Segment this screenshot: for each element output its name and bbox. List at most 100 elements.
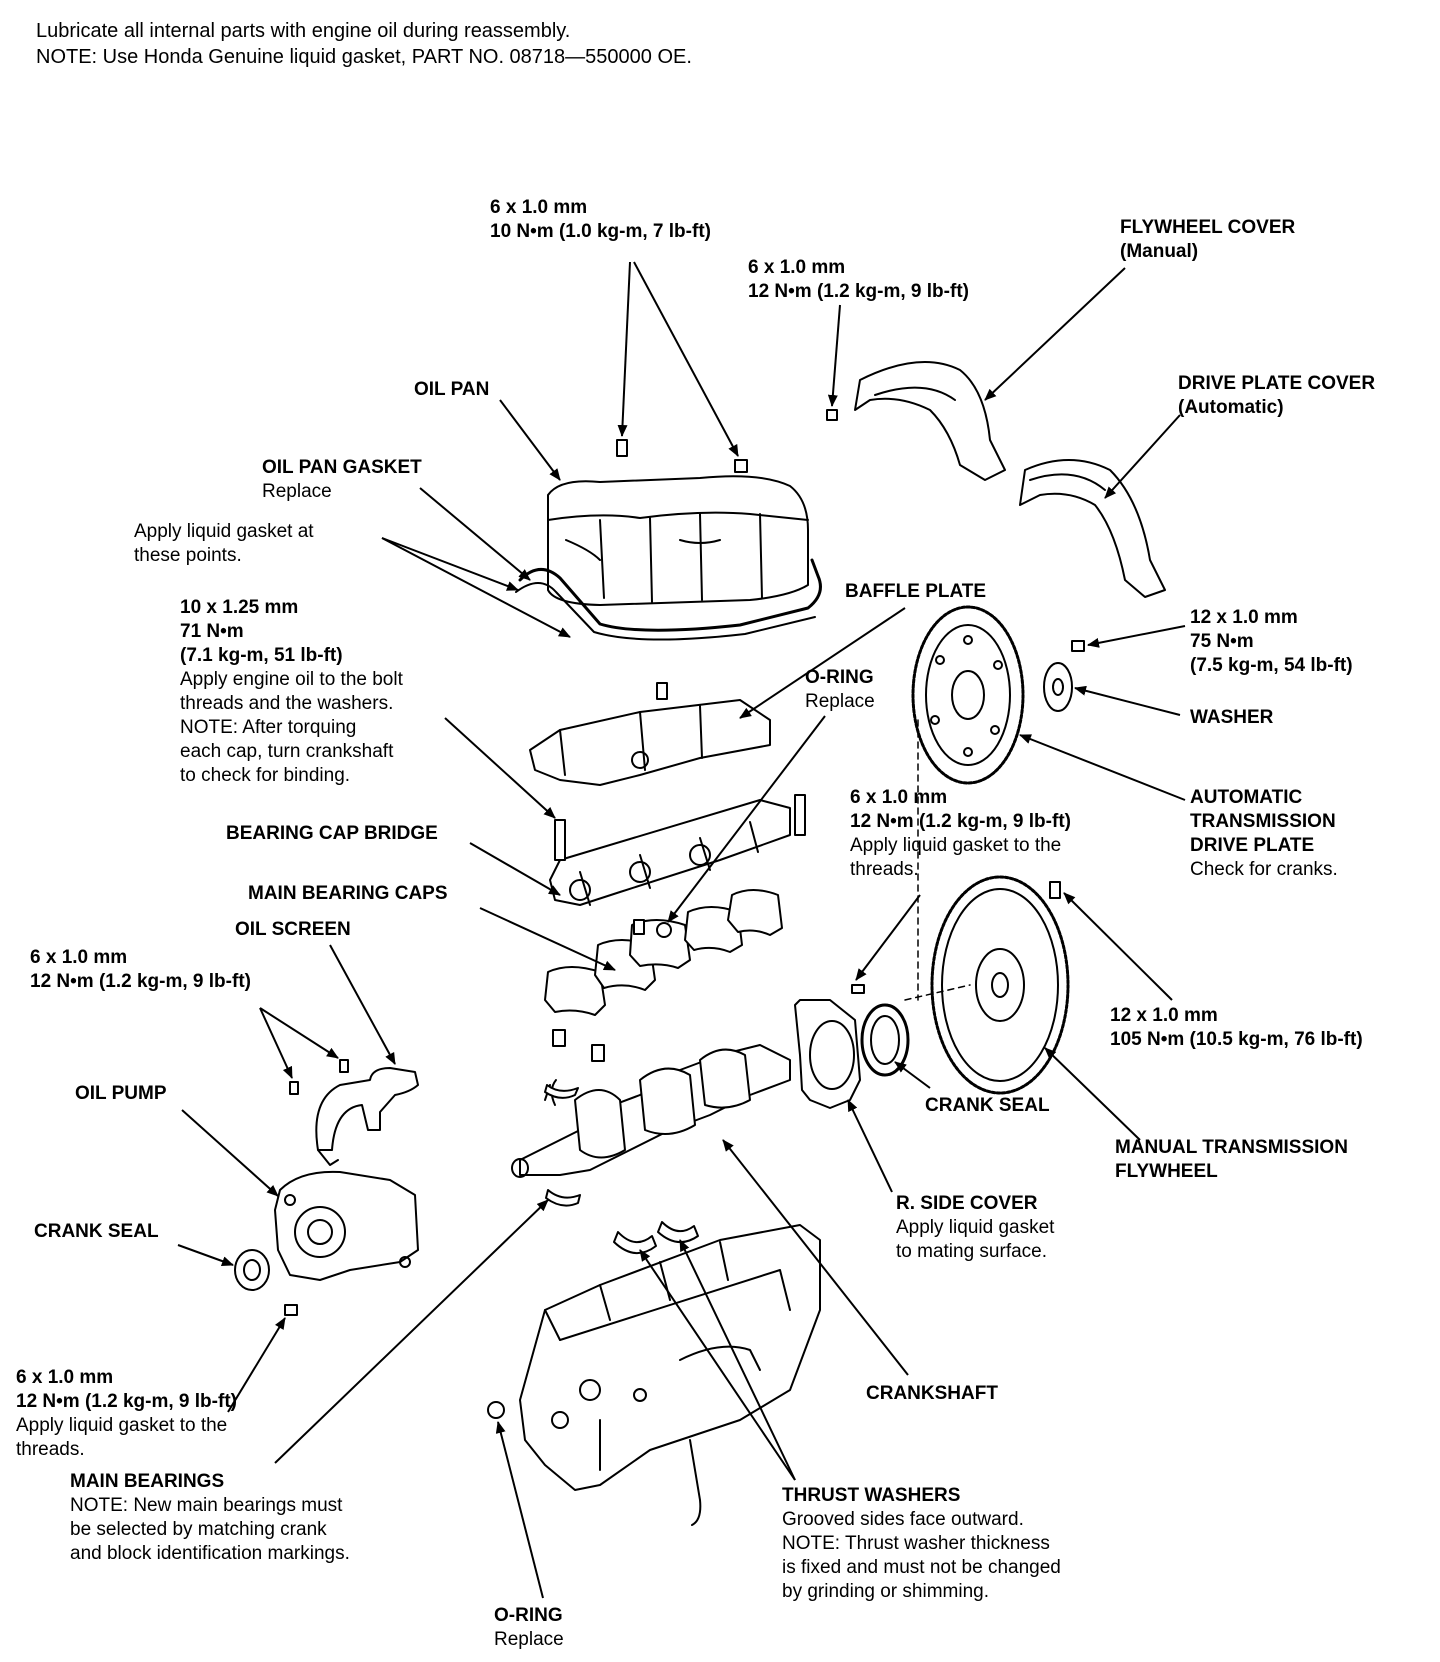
main-bearings-note-2: be selected by matching crank [70, 1519, 327, 1540]
thrust-washers-title: THRUST WASHERS [782, 1485, 961, 1506]
at-drive-plate-1: AUTOMATIC [1190, 787, 1303, 808]
label-crankshaft: CRANKSHAFT [866, 1382, 998, 1406]
thrust-washers-note-2: NOTE: Thrust washer thickness [782, 1533, 1050, 1554]
label-screen-bolt: 6 x 1.0 mm 12 N•m (1.2 kg-m, 9 lb-ft) [30, 946, 251, 994]
oil-pan-drawing [547, 475, 809, 606]
o-ring-top-drawing [656, 922, 672, 938]
leader-main-bearings [274, 1199, 549, 1464]
side-cover-bolt-size: 6 x 1.0 mm [850, 787, 948, 808]
side-cover-bolt-note-2: threads. [850, 859, 919, 880]
leader-thrust-washer-2 [679, 1239, 796, 1481]
drive-plate-bolt-torque-alt: (7.5 kg-m, 54 lb-ft) [1190, 655, 1353, 676]
crank-seal-left-drawing [234, 1249, 270, 1291]
o-ring-bottom-drawing [487, 1401, 505, 1419]
oil-pump-drawing [274, 1170, 419, 1281]
flywheel-bolt-size: 12 x 1.0 mm [1110, 1005, 1218, 1026]
cap-bolt-note-5: to check for binding. [180, 765, 351, 786]
thrust-washers-note-1: Grooved sides face outward. [782, 1509, 1024, 1530]
label-oil-pan: OIL PAN [414, 378, 489, 402]
fw-cover-bolt-torque: 12 N•m (1.2 kg-m, 9 lb-ft) [748, 281, 969, 302]
label-main-bearings: MAIN BEARINGS NOTE: New main bearings mu… [70, 1470, 350, 1566]
at-drive-plate-note: Check for cranks. [1190, 859, 1338, 880]
drive-plate-drawing [911, 605, 1025, 785]
leader-r-side-cover [847, 1099, 893, 1193]
main-bearing-caps-title: MAIN BEARING CAPS [248, 883, 448, 904]
crank-seal-right-drawing [860, 1003, 910, 1077]
oil-pan-gasket-title: OIL PAN GASKET [262, 457, 422, 478]
label-pump-bolt: 6 x 1.0 mm 12 N•m (1.2 kg-m, 9 lb-ft) Ap… [16, 1366, 237, 1462]
o-ring-top-note: Replace [805, 691, 875, 712]
leader-flywheel-cover [984, 267, 1126, 401]
mt-flywheel-1: MANUAL TRANSMISSION [1115, 1137, 1348, 1158]
bearing-cap-bridge-drawing [549, 799, 791, 906]
cap-bolt-note-1: Apply engine oil to the bolt [180, 669, 403, 690]
o-ring-top-title: O-RING [805, 667, 874, 688]
leader-washer [1074, 685, 1181, 716]
bearing-cap-bridge-title: BEARING CAP BRIDGE [226, 823, 438, 844]
oil-pan-title: OIL PAN [414, 379, 490, 400]
dowel-pins-drawing [552, 919, 645, 1062]
engine-block-drawing [519, 1224, 821, 1526]
cap-bolt-note-2: threads and the washers. [180, 693, 394, 714]
side-cover-bolt-torque: 12 N•m (1.2 kg-m, 9 lb-ft) [850, 811, 1071, 832]
label-crank-seal-left: CRANK SEAL [34, 1220, 159, 1244]
leader-screen-bolt-2 [259, 1007, 339, 1059]
label-r-side-cover: R. SIDE COVER Apply liquid gasket to mat… [896, 1192, 1054, 1264]
leader-screen-bolt-1 [259, 1007, 293, 1079]
label-drive-plate-cover: DRIVE PLATE COVER (Automatic) [1178, 372, 1375, 420]
r-side-cover-title: R. SIDE COVER [896, 1193, 1038, 1214]
mt-flywheel-2: FLYWHEEL [1115, 1161, 1218, 1182]
leader-oil-screen [329, 944, 396, 1065]
oil-screen-title: OIL SCREEN [235, 919, 351, 940]
leader-bearing-cap-bridge [469, 842, 561, 896]
washer-title: WASHER [1190, 707, 1274, 728]
label-crank-seal-right: CRANK SEAL [925, 1094, 1050, 1118]
leader-oil-pan [499, 399, 561, 481]
washer-drawing [1043, 662, 1073, 712]
cap-bolt-size: 10 x 1.25 mm [180, 597, 299, 618]
screen-bolt-size: 6 x 1.0 mm [30, 947, 128, 968]
leader-pan-bolt-1 [617, 261, 631, 437]
pump-bolt-size: 6 x 1.0 mm [16, 1367, 114, 1388]
leader-oil-pan-gasket [419, 487, 531, 581]
leader-mt-flywheel [1044, 1047, 1141, 1141]
label-oil-pump: OIL PUMP [75, 1082, 167, 1106]
o-ring-bottom-note: Replace [494, 1629, 564, 1650]
main-bearings-note-1: NOTE: New main bearings must [70, 1495, 343, 1516]
crankshaft-drawing [511, 1044, 791, 1178]
drive-plate-cover-drawing [1019, 459, 1166, 598]
crank-seal-left-title: CRANK SEAL [34, 1221, 159, 1242]
r-side-cover-note-2: to mating surface. [896, 1241, 1048, 1262]
leader-pump-bolt [227, 1317, 286, 1413]
label-pan-bolt: 6 x 1.0 mm 10 N•m (1.0 kg-m, 7 lb-ft) [490, 196, 711, 244]
leader-cap-bolt [444, 717, 556, 819]
cap-bolt-torque: 71 N•m [180, 621, 244, 642]
oil-pan-gasket-note: Replace [262, 481, 332, 502]
drive-plate-bolt-torque: 75 N•m [1190, 631, 1254, 652]
label-baffle-plate: BAFFLE PLATE [845, 580, 986, 604]
header-line-1: Lubricate all internal parts with engine… [36, 20, 571, 42]
leader-thrust-washer-1 [639, 1249, 796, 1481]
pump-bolt-note-1: Apply liquid gasket to the [16, 1415, 228, 1436]
cap-bolt-torque-alt: (7.1 kg-m, 51 lb-ft) [180, 645, 343, 666]
leader-main-bearing-caps [479, 907, 616, 971]
flywheel-cover-sub: (Manual) [1120, 241, 1199, 262]
leader-drive-plate-cover [1104, 414, 1181, 499]
label-thrust-washers: THRUST WASHERS Grooved sides face outwar… [782, 1484, 1061, 1604]
leader-crank-seal-left [177, 1244, 234, 1266]
pan-bolt-size: 6 x 1.0 mm [490, 197, 588, 218]
leader-o-ring-top [667, 715, 826, 923]
label-flywheel-bolt: 12 x 1.0 mm 105 N•m (10.5 kg-m, 76 lb-ft… [1110, 1004, 1363, 1052]
main-bearing-caps-drawing [544, 889, 783, 1016]
fw-cover-bolt-size: 6 x 1.0 mm [748, 257, 846, 278]
leader-fw-cover-bolt [827, 304, 841, 407]
leader-drive-plate [1019, 734, 1186, 801]
label-at-drive-plate: AUTOMATIC TRANSMISSION DRIVE PLATE Check… [1190, 786, 1338, 882]
pump-bolt-torque: 12 N•m (1.2 kg-m, 9 lb-ft) [16, 1391, 237, 1412]
baffle-plate-drawing [529, 699, 771, 786]
leader-drive-plate-bolt [1087, 625, 1186, 648]
leader-gasket-point-1 [381, 537, 519, 591]
drive-plate-cover-title: DRIVE PLATE COVER [1178, 373, 1376, 394]
oil-screen-drawing [315, 1067, 419, 1166]
